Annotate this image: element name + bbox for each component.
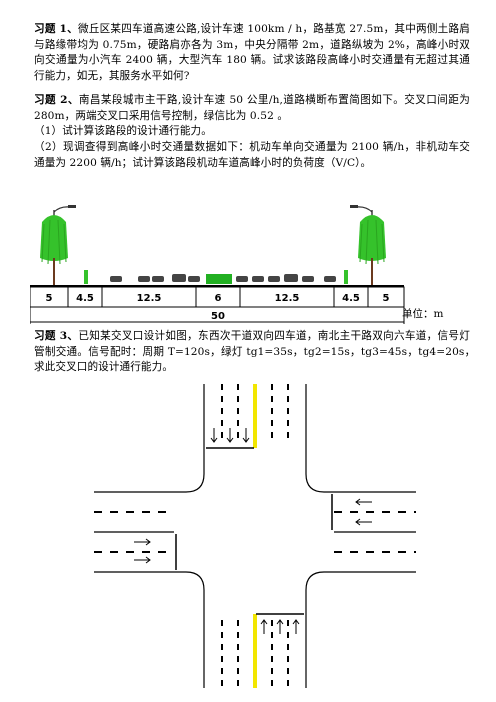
willow-tree-left bbox=[40, 215, 68, 265]
problem-2-question-2: （2）现调查得到高峰小时交通量数据如下：机动车单向交通量为 2100 辆/h，非… bbox=[34, 141, 470, 169]
lane-arrow-icons-west bbox=[134, 538, 151, 564]
problem-2-text: 南昌某段城市主干路,设计车速 50 公里/h,道路横断布置简图如下。交叉口间距为… bbox=[34, 94, 471, 122]
lane-arrow-icons-east bbox=[355, 498, 372, 526]
width-sidewalk-right: 5 bbox=[383, 293, 390, 304]
problem-1-label: 习题 1、 bbox=[34, 23, 78, 35]
median-planting bbox=[206, 274, 232, 284]
width-sidewalk-left: 5 bbox=[46, 293, 53, 304]
ew-lane-markings bbox=[94, 511, 416, 553]
width-nonmotor-left: 4.5 bbox=[76, 293, 94, 304]
problem-1: 习题 1、微丘区某四车道高速公路,设计车速 100km / h，路基宽 27.5… bbox=[34, 22, 470, 84]
road-cross-section-diagram: 5 4.5 12.5 6 12.5 4.5 5 50 bbox=[30, 205, 405, 324]
problem-2-label: 习题 2、 bbox=[34, 94, 79, 106]
lane-arrow-icons-north bbox=[210, 428, 250, 443]
shrub-icon bbox=[344, 270, 348, 284]
vehicle-icons bbox=[110, 274, 336, 282]
width-carriageway-right: 12.5 bbox=[275, 293, 300, 304]
problem-3-text: 已知某交叉口设计如图，东西次干道双向四车道，南北主干路双向六车道，信号灯管制交通… bbox=[34, 330, 481, 374]
ns-lane-markings bbox=[221, 384, 289, 688]
ns-road-edges bbox=[94, 384, 416, 688]
dimension-strip bbox=[30, 286, 405, 308]
shrub-icon bbox=[84, 270, 88, 284]
problem-3-label: 习题 3、 bbox=[34, 330, 79, 342]
problem-1-text: 微丘区某四车道高速公路,设计车速 100km / h，路基宽 27.5m，其中两… bbox=[34, 23, 471, 82]
willow-tree-right bbox=[358, 215, 386, 265]
width-nonmotor-right: 4.5 bbox=[342, 293, 360, 304]
width-median: 6 bbox=[215, 293, 222, 304]
problem-2-question-1: （1）试计算该路段的设计通行能力。 bbox=[34, 125, 212, 137]
lane-arrow-icons-south bbox=[260, 619, 300, 634]
unit-label: 单位：m bbox=[402, 308, 444, 320]
width-carriageway-left: 12.5 bbox=[137, 293, 162, 304]
problem-3: 习题 3、已知某交叉口设计如图，东西次干道双向四车道，南北主干路双向六车道，信号… bbox=[34, 329, 481, 376]
section-dividers bbox=[67, 287, 369, 307]
intersection-diagram bbox=[94, 384, 416, 688]
total-width-label: 50 bbox=[211, 311, 225, 322]
problem-2: 习题 2、南昌某段城市主干路,设计车速 50 公里/h,道路横断布置简图如下。交… bbox=[34, 93, 470, 124]
